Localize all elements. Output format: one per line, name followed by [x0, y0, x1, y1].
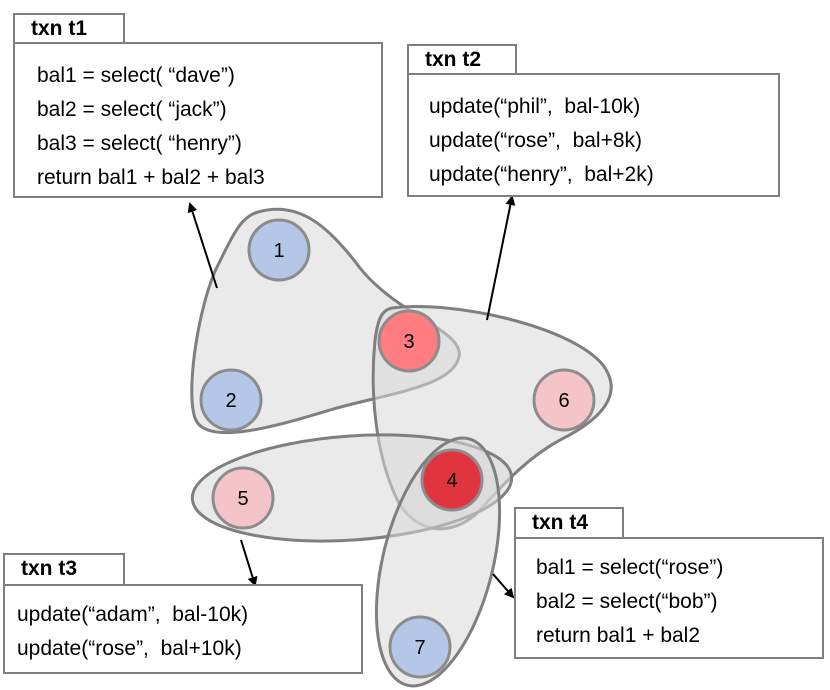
arrow-t3 [240, 539, 258, 587]
txn-t4-line: return bal1 + bal2 [536, 624, 701, 647]
txn-t4-box: bal1 = select(“rose”) bal2 = select(“bob… [514, 537, 824, 659]
arrow-t1 [187, 202, 218, 289]
txn-t4-line: bal2 = select(“bob”) [536, 590, 718, 613]
node-1: 1 [247, 218, 311, 282]
txn-t1-box: bal1 = select( “dave”) bal2 = select( “j… [13, 42, 383, 198]
node-7-circle [388, 615, 452, 679]
txn-t2-line: update(“henry”, bal+2k) [429, 163, 654, 186]
node-2: 2 [199, 368, 263, 432]
txn-t3-line: update(“rose”, bal+10k) [17, 637, 242, 660]
node-5-label: 5 [237, 488, 248, 510]
node-7: 7 [388, 615, 452, 679]
node-5: 5 [211, 466, 275, 530]
node-1-circle [247, 218, 311, 282]
txn-t4-line: bal1 = select(“rose”) [536, 556, 724, 579]
txn-t2-tab: txn t2 [407, 44, 517, 75]
arrow-t4 [492, 573, 515, 599]
node-3-label: 3 [403, 331, 414, 353]
node-1-label: 1 [273, 240, 284, 262]
node-4-label: 4 [446, 470, 457, 492]
txn-t1-tab: txn t1 [13, 13, 125, 44]
txn-t3-box: update(“adam”, bal-10k) update(“rose”, b… [3, 584, 363, 674]
txn-t1-line: bal3 = select( “henry”) [37, 132, 242, 155]
txn-t1-line: bal2 = select( “jack”) [37, 98, 227, 121]
txn-t2-box: update(“phil”, bal-10k) update(“rose”, b… [407, 73, 780, 197]
txn-t1-line: bal1 = select( “dave”) [37, 64, 235, 87]
node-7-label: 7 [414, 637, 425, 659]
node-2-label: 2 [225, 390, 236, 412]
node-5-circle [211, 466, 275, 530]
txn-t3-tab: txn t3 [3, 553, 125, 586]
txn-t2-line: update(“rose”, bal+8k) [429, 129, 643, 152]
node-6-circle [532, 368, 596, 432]
node-6-label: 6 [558, 390, 569, 412]
txn-t4-tab: txn t4 [514, 507, 624, 539]
txn-t1-line: return bal1 + bal2 + bal3 [37, 166, 265, 189]
node-2-circle [199, 368, 263, 432]
node-3: 3 [377, 309, 441, 373]
txn-t3-line: update(“adam”, bal-10k) [17, 603, 249, 626]
arrow-t2 [486, 195, 516, 321]
txn-t2-line: update(“phil”, bal-10k) [429, 95, 641, 118]
node-4: 4 [420, 448, 484, 512]
node-3-circle [377, 309, 441, 373]
node-4-circle [420, 448, 484, 512]
node-6: 6 [532, 368, 596, 432]
